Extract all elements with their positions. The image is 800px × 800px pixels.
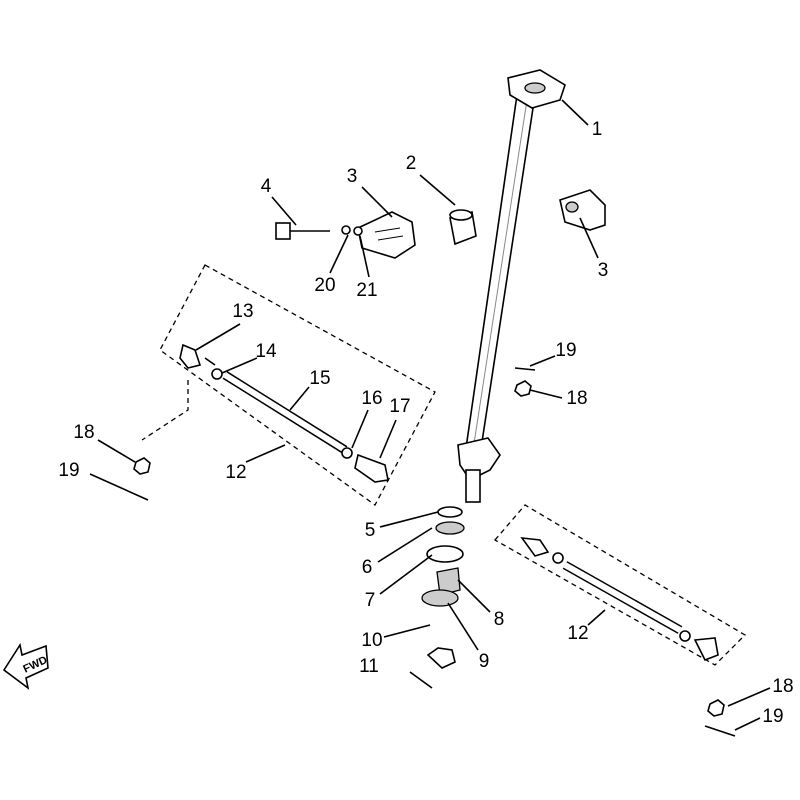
cotter-pin-19-right — [704, 725, 736, 737]
callout-16: 16 — [361, 388, 382, 409]
bolt — [275, 222, 363, 240]
tie-rod-right — [520, 537, 719, 662]
cotter-pin-19-column — [514, 367, 536, 371]
leader-lines — [97, 99, 771, 731]
callout-4: 4 — [261, 176, 272, 197]
callout-labels: 1 2 3 3 4 20 21 13 14 15 16 17 12 18 19 … — [58, 119, 793, 727]
bushing — [449, 209, 477, 246]
callout-3: 3 — [598, 260, 609, 281]
callout-17: 17 — [389, 396, 410, 417]
callout-18: 18 — [73, 422, 94, 443]
tie-rod-left — [179, 343, 389, 483]
callout-1: 1 — [592, 119, 603, 140]
shaft-clamp-lower — [357, 211, 416, 259]
shaft-clamp-upper — [559, 189, 606, 231]
callout-6: 6 — [362, 557, 373, 578]
callout-5: 5 — [365, 520, 376, 541]
callout-19: 19 — [555, 340, 576, 361]
callout-18: 18 — [772, 676, 793, 697]
nut-18-left — [133, 457, 151, 475]
callout-13: 13 — [232, 301, 253, 322]
callout-3: 3 — [347, 166, 358, 187]
callout-18: 18 — [566, 388, 587, 409]
callout-10: 10 — [361, 630, 382, 651]
callout-8: 8 — [494, 609, 505, 630]
callout-11: 11 — [359, 656, 379, 677]
callout-12: 12 — [567, 623, 588, 644]
callout-21: 21 — [356, 280, 377, 301]
callout-20: 20 — [314, 275, 335, 296]
callout-19: 19 — [762, 706, 783, 727]
callout-15: 15 — [309, 368, 330, 389]
steering-column — [457, 69, 566, 503]
callout-9: 9 — [479, 651, 490, 672]
callout-2: 2 — [406, 153, 417, 174]
nut-18-column — [514, 380, 532, 397]
forward-direction-arrow: FWD — [2, 642, 49, 690]
bearing-stack — [409, 506, 465, 689]
callout-12: 12 — [225, 462, 246, 483]
cotter-pin-19-left — [89, 473, 149, 501]
callout-19: 19 — [58, 460, 79, 481]
callout-14: 14 — [255, 341, 277, 362]
nut-18-right — [707, 699, 725, 717]
callout-7: 7 — [365, 590, 376, 611]
